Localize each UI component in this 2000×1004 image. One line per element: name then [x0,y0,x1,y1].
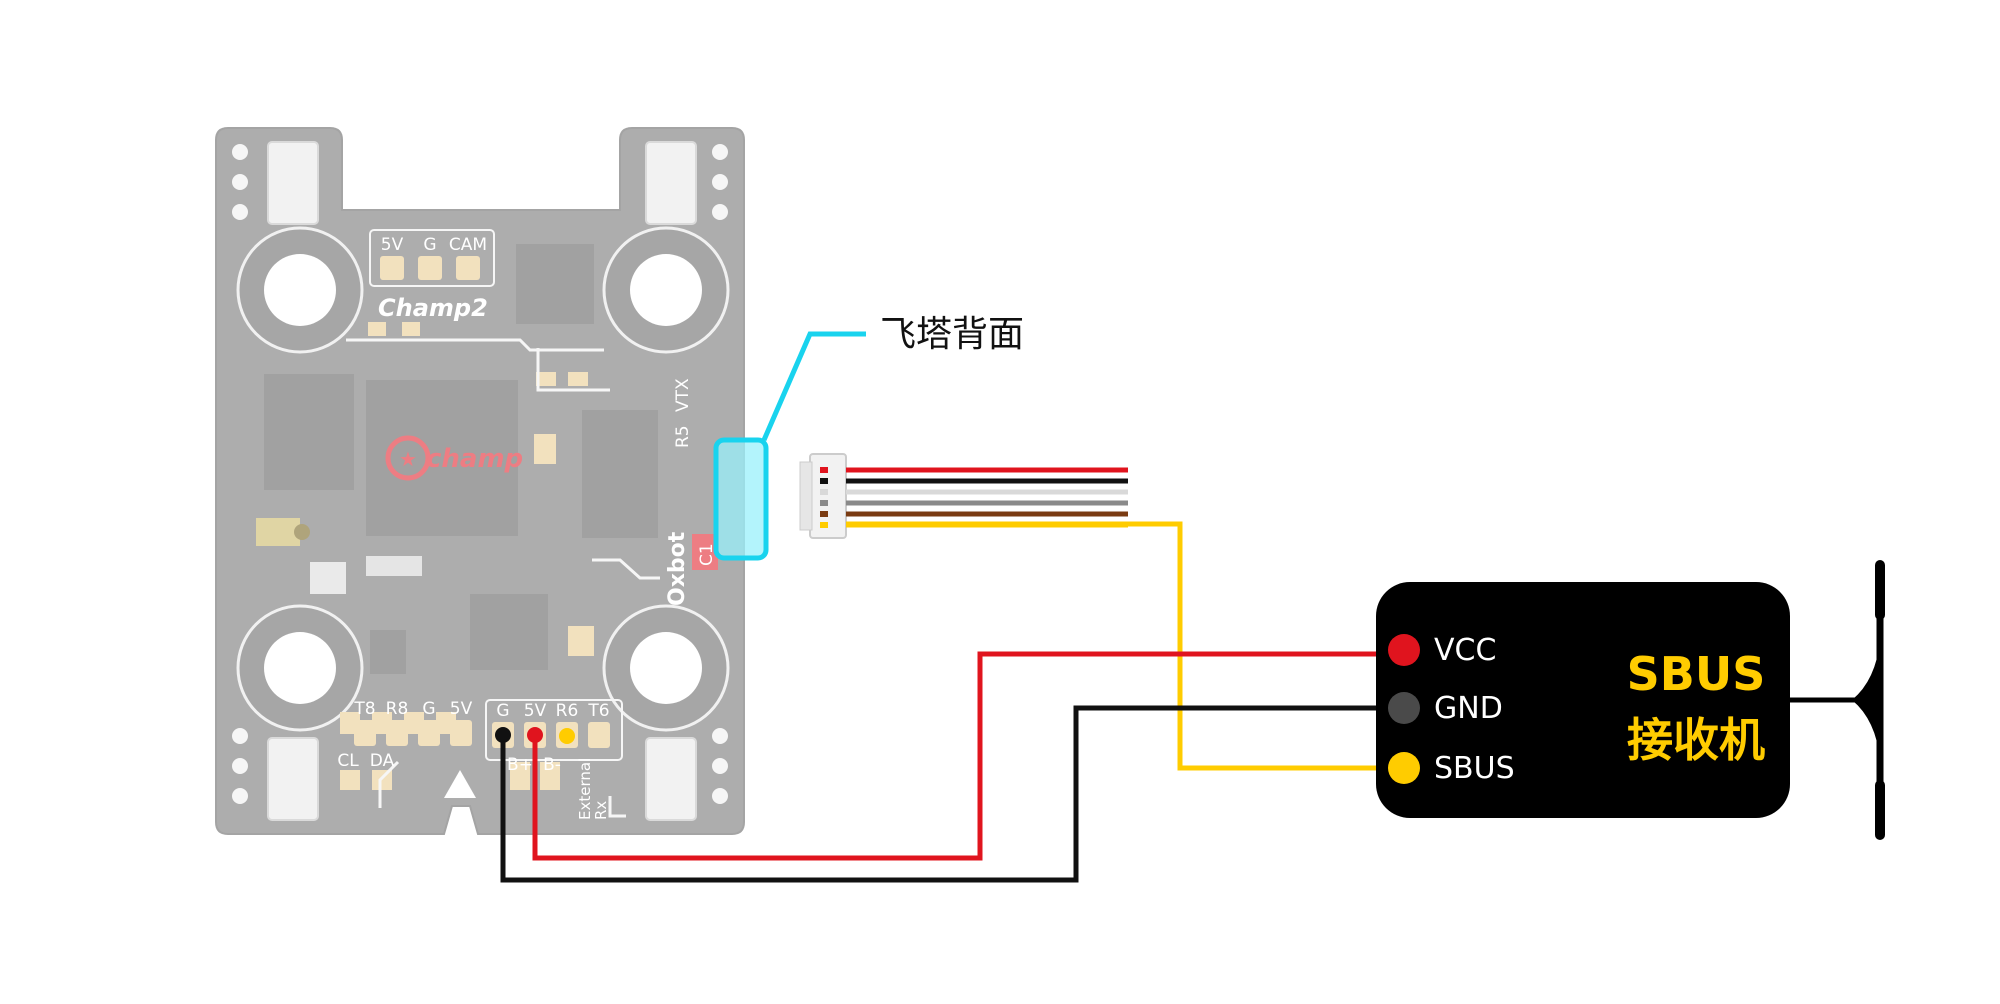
vcc-wire [532,651,1400,861]
receiver-title-line2: 接收机 [1627,713,1765,767]
external-rx-line1: External [576,758,594,820]
pad-label-bm-3: T6 [587,701,609,721]
connector-pin-4 [820,511,828,517]
edge-pads-top-right [712,144,728,220]
pad-label-bl-2: G [422,699,435,719]
chip-bottom [470,594,548,670]
gnd-pin-dot [1388,692,1420,724]
chip-logo-text: champ [426,444,523,474]
pad-label-bplus: B+ [507,755,533,775]
pad-label-top-1: G [423,235,436,255]
callout-leader-line [761,331,866,441]
antenna [1790,560,1885,840]
board-brand: Champ2 [378,294,488,322]
connector-pin-1 [820,478,828,484]
motor-connectors [267,141,697,821]
edge-pads-bottom-right [712,728,728,804]
external-rx-line2: Rx [592,801,610,820]
vcc-pin-label: VCC [1434,633,1496,668]
sbus-solder-point [559,728,575,744]
receiver-title-line1: SBUS [1627,647,1766,701]
connector-pin-3 [820,500,828,506]
callout-label: 飞塔背面 [880,314,1024,355]
sbus-receiver: VCC GND SBUS SBUS 接收机 [1376,582,1790,818]
sbus-pin-label: SBUS [1434,751,1515,786]
pad-label-bminus: B- [543,755,561,775]
board-traces [346,338,660,818]
small-components [256,322,594,790]
svg-text:★: ★ [399,447,417,471]
pad-label-top-2: CAM [449,235,487,255]
connector-pin-5 [820,522,828,528]
pad-label-da: DA [370,751,395,771]
chip-top-right [516,244,594,324]
chip-small-bottom [370,630,406,674]
wire-harness [820,467,1128,528]
chip-left [264,374,354,490]
board-vendor: Oxbot [665,531,690,606]
pad-label-bl-1: R8 [386,699,409,719]
pad-label-bm-1: 5V [524,701,547,721]
cam-pad-frame [369,229,495,287]
pad-label-bl-0: T8 [353,699,375,719]
flight-controller-board: 5V G CAM Champ2 ★ champ [215,127,745,835]
cam-pads [380,256,480,280]
connector-pin-2 [820,489,828,495]
pad-label-bm-2: R6 [556,701,579,721]
jst-connector [799,453,847,539]
rx-pad-frame [485,699,623,761]
sbus-wire [846,521,1400,771]
edge-pads-top-left [232,144,248,220]
champ-logo: ★ champ [385,435,523,481]
pad-label-top-0: 5V [381,235,404,255]
gnd-wire [500,705,1400,883]
side-tag: C1 [697,543,717,566]
side-label-vtx: VTX [673,378,693,412]
edge-pads-bottom-left [232,728,248,804]
vcc-pin-dot [1388,634,1420,666]
pad-label-bm-0: G [496,701,509,721]
side-label-r5: R5 [673,425,693,448]
receiver-body [1376,582,1790,818]
pad-label-bl-3: 5V [450,699,473,719]
connector-highlight [713,437,769,561]
mounting-holes [236,226,730,732]
orientation-triangle [444,770,476,798]
chip-mcu [366,380,518,536]
connector-pin-0 [820,467,828,473]
bottom-pad-row-left [354,720,472,746]
sbus-pin-dot [1388,752,1420,784]
gnd-pin-label: GND [1434,691,1503,726]
pad-label-cl: CL [337,751,359,771]
chip-right [582,410,658,538]
